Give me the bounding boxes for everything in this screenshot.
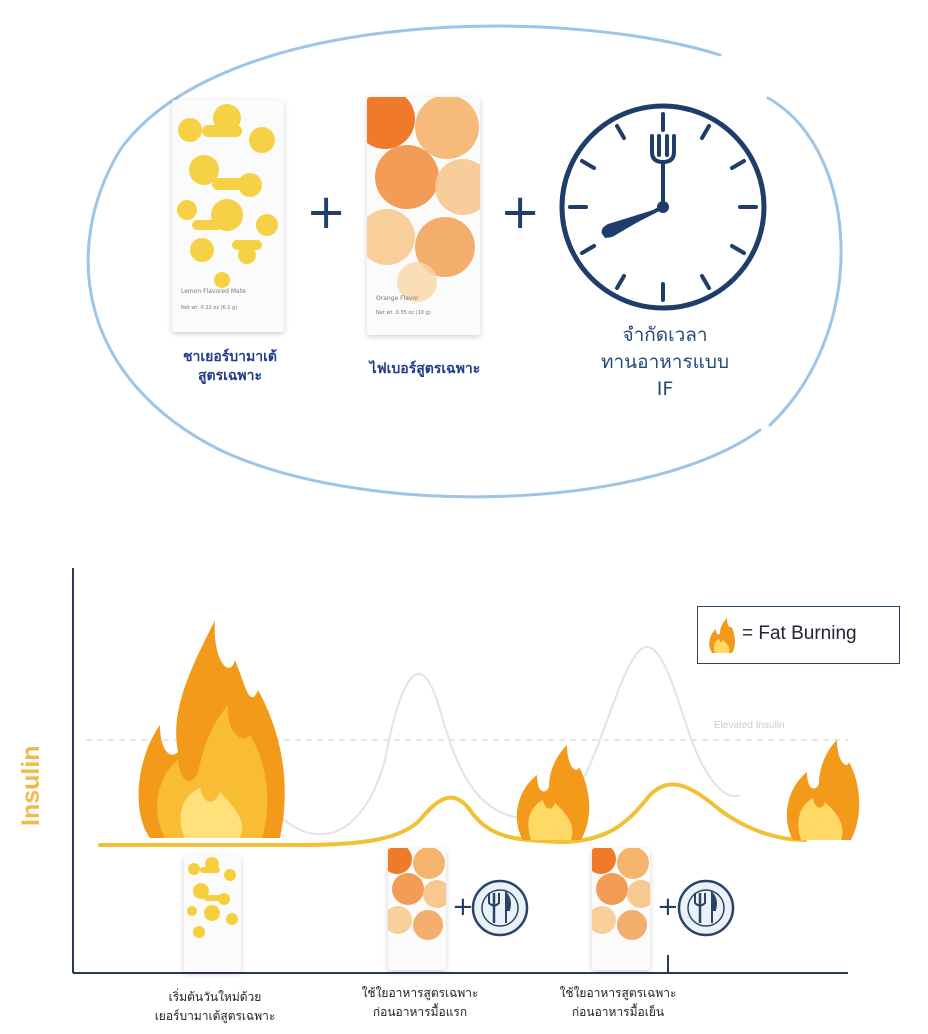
- fiber-packet-net: Net wt. 0.35 oz (10 g): [376, 310, 431, 316]
- insulin-chart: [72, 568, 860, 974]
- insulin-curve: [98, 782, 807, 847]
- clock-label-line-1: จำกัดเวลา: [622, 324, 708, 346]
- elevated-insulin-label: Elevated Insulin: [714, 720, 785, 731]
- caption-mate-line-2: เยอร์บามาเต้สูตรเฉพาะ: [154, 1009, 276, 1023]
- legend: = Fat Burning: [697, 606, 900, 664]
- clock-label: จำกัดเวลา ทานอาหารแบบ IF: [560, 322, 770, 403]
- plus-sign-2: +: [500, 184, 541, 240]
- caption-first-meal: ใช้ใยอาหารสูตรเฉพาะ ก่อนอาหารมื้อแรก: [335, 984, 505, 1022]
- flame-icon-medium-2: [786, 740, 860, 840]
- fiber-packet-text: Orange Flavor: [376, 295, 419, 302]
- plate-icon-1: [471, 879, 529, 937]
- clock-fork-icon: [559, 103, 767, 311]
- plus-sign-1: +: [306, 184, 347, 240]
- y-axis-label: Insulin: [17, 745, 45, 826]
- mate-label: ชาเยอร์บามาเต้ สูตรเฉพาะ: [183, 349, 277, 384]
- clock-label-line-3: IF: [656, 378, 674, 400]
- fiber-packet: Orange Flavor Net wt. 0.35 oz (10 g): [367, 97, 480, 335]
- flame-icon-large: [138, 620, 285, 838]
- chart-fiber-packet-2: [592, 848, 650, 970]
- caption-first-meal-line-1: ใช้ใยอาหารสูตรเฉพาะ: [361, 986, 479, 1000]
- chart-mate-packet: [184, 855, 241, 972]
- caption-dinner-line-1: ใช้ใยอาหารสูตรเฉพาะ: [559, 986, 677, 1000]
- caption-mate-line-1: เริ่มต้นวันใหม่ด้วย: [168, 990, 262, 1004]
- mate-packet-net: Net wt. 0.22 oz (6.1 g): [180, 305, 238, 311]
- clock-label-line-2: ทานอาหารแบบ: [600, 351, 730, 373]
- flame-icon-medium-1: [516, 745, 590, 840]
- caption-dinner: ใช้ใยอาหารสูตรเฉพาะ ก่อนอาหารมื้อเย็น: [533, 984, 703, 1022]
- ghost-insulin-curve: [249, 646, 741, 836]
- mate-pattern: [172, 100, 284, 332]
- fiber-pattern: [367, 97, 480, 335]
- caption-mate: เริ่มต้นวันใหม่ด้วย เยอร์บามาเต้สูตรเฉพา…: [130, 988, 300, 1026]
- mate-packet: Lemon Flavored Mate Net wt. 0.22 oz (6.1…: [172, 100, 284, 332]
- chart-plus-sign-2: +: [657, 892, 679, 922]
- chart-fiber-packet-1: [388, 848, 446, 970]
- caption-first-meal-line-2: ก่อนอาหารมื้อแรก: [372, 1005, 468, 1019]
- legend-text: = Fat Burning: [742, 623, 857, 644]
- flame-icon: [709, 618, 735, 653]
- mate-packet-text: Lemon Flavored Mate: [180, 288, 246, 295]
- chart-plus-sign-1: +: [452, 892, 474, 922]
- caption-dinner-line-2: ก่อนอาหารมื้อเย็น: [571, 1005, 665, 1019]
- oval-outline: [86, 24, 843, 499]
- plate-icon-2: [677, 879, 735, 937]
- fiber-label: ไฟเบอร์สูตรเฉพาะ: [369, 361, 481, 377]
